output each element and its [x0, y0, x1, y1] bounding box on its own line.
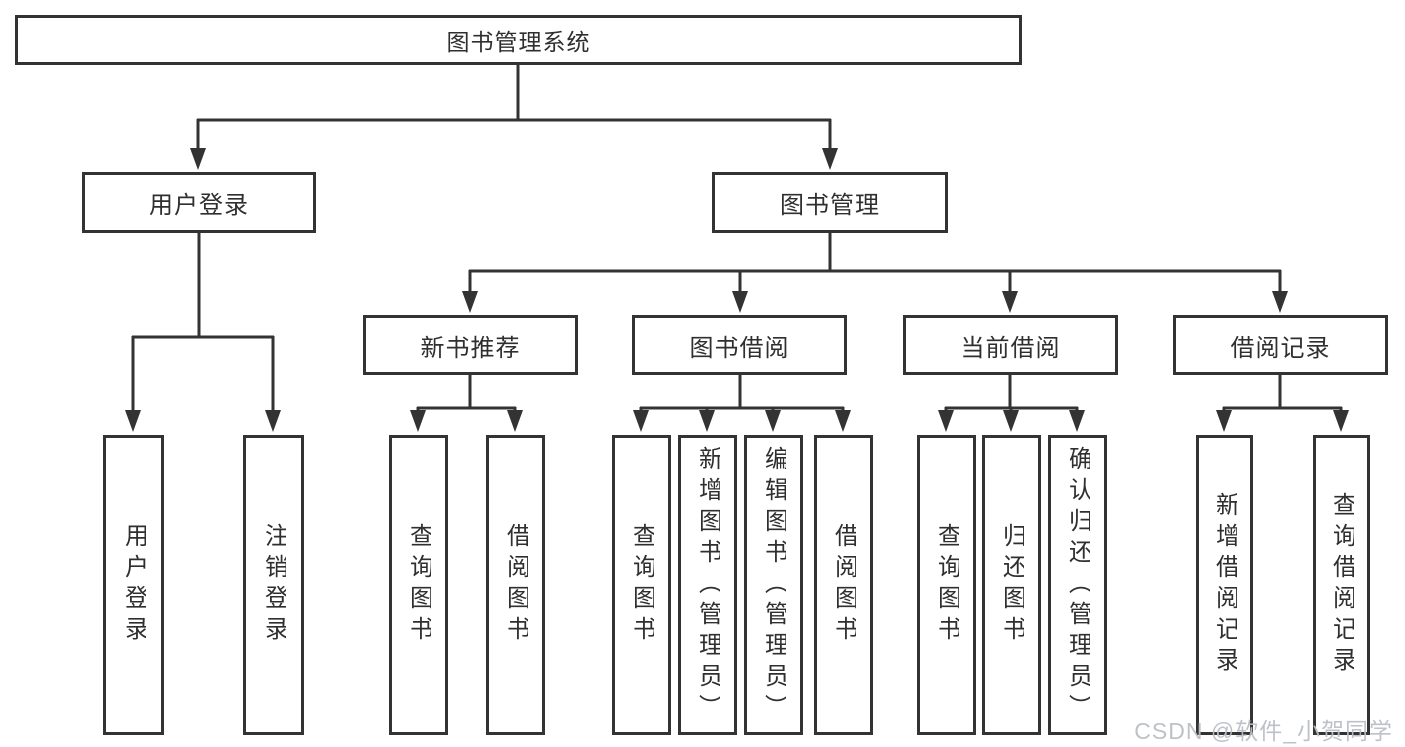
node-borrow-records: 借阅记录 [1173, 315, 1388, 375]
leaf-return-book: 归还图书 [982, 435, 1041, 735]
leaf-query-books-borrow: 查询图书 [612, 435, 671, 735]
node-new-book-recommend-label: 新书推荐 [420, 334, 521, 362]
leaf-user-login-label: 用户登录 [121, 523, 146, 647]
leaf-query-borrow-record-label: 查询借阅记录 [1329, 492, 1354, 678]
leaf-query-books-recommend: 查询图书 [389, 435, 448, 735]
node-root-label: 图书管理系统 [446, 29, 591, 55]
leaf-borrow-books-borrow: 借阅图书 [814, 435, 873, 735]
leaf-return-book-label: 归还图书 [999, 523, 1024, 647]
leaf-add-borrow-record-label: 新增借阅记录 [1212, 492, 1237, 678]
leaf-query-books-recommend-label: 查询图书 [406, 523, 431, 647]
leaf-add-borrow-record: 新增借阅记录 [1196, 435, 1253, 735]
leaf-logout: 注销登录 [243, 435, 304, 735]
node-book-borrow-label: 图书借阅 [689, 334, 790, 362]
leaf-confirm-return-admin: 确认归还（管理员） [1048, 435, 1107, 735]
node-root: 图书管理系统 [15, 15, 1022, 65]
leaf-query-books-borrow-label: 查询图书 [629, 523, 654, 647]
watermark: CSDN @软件_小贺同学 [1134, 718, 1393, 744]
node-borrow-records-label: 借阅记录 [1230, 334, 1331, 362]
leaf-edit-book-admin: 编辑图书（管理员） [744, 435, 803, 735]
leaf-borrow-books-recommend-label: 借阅图书 [503, 523, 528, 647]
node-new-book-recommend: 新书推荐 [363, 315, 578, 375]
node-user-login: 用户登录 [82, 172, 316, 233]
node-book-borrow: 图书借阅 [632, 315, 847, 375]
leaf-query-books-current: 查询图书 [917, 435, 976, 735]
leaf-query-borrow-record: 查询借阅记录 [1313, 435, 1370, 735]
leaf-edit-book-admin-label: 编辑图书（管理员） [761, 445, 786, 725]
node-book-management: 图书管理 [712, 172, 948, 233]
leaf-add-book-admin: 新增图书（管理员） [678, 435, 737, 735]
node-user-login-label: 用户登录 [149, 192, 249, 219]
leaf-confirm-return-admin-label: 确认归还（管理员） [1065, 445, 1090, 725]
leaf-add-book-admin-label: 新增图书（管理员） [695, 445, 720, 725]
node-current-borrow-label: 当前借阅 [960, 334, 1061, 362]
leaf-logout-label: 注销登录 [261, 523, 286, 647]
leaf-borrow-books-borrow-label: 借阅图书 [831, 523, 856, 647]
node-current-borrow: 当前借阅 [903, 315, 1118, 375]
node-book-management-label: 图书管理 [780, 192, 880, 219]
leaf-user-login: 用户登录 [103, 435, 164, 735]
leaf-borrow-books-recommend: 借阅图书 [486, 435, 545, 735]
leaf-query-books-current-label: 查询图书 [934, 523, 959, 647]
